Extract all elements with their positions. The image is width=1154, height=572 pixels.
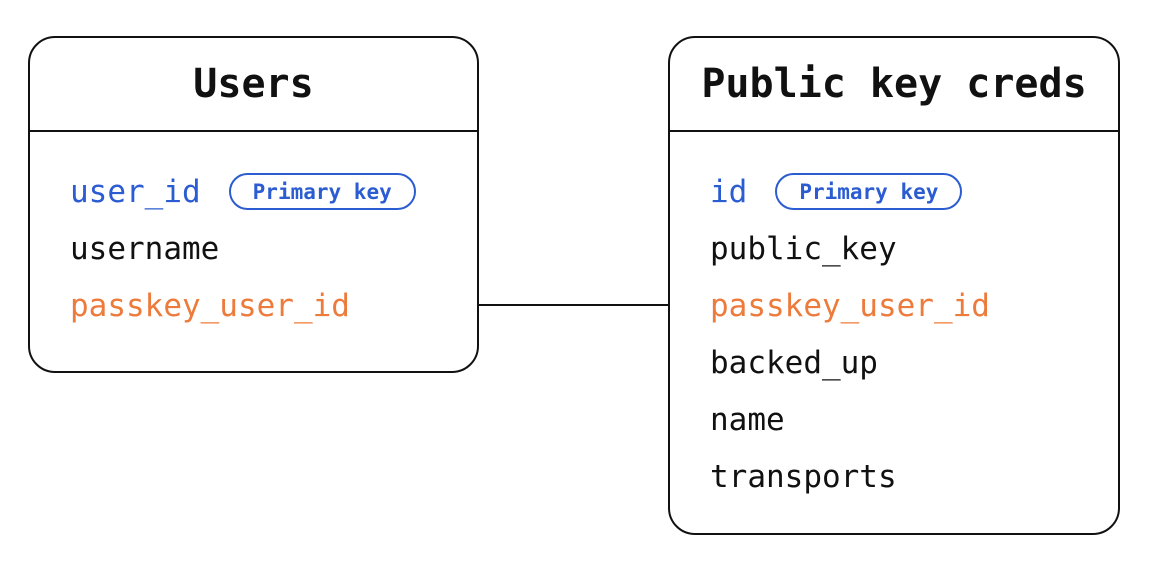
field-name: passkey_user_id (710, 287, 990, 324)
relationship-line-passkey-user-id (479, 304, 668, 306)
field-row: passkey_user_id (70, 277, 457, 334)
table-fields: user_id Primary key username passkey_use… (30, 132, 477, 334)
field-row: username (70, 220, 457, 277)
field-name: username (70, 230, 220, 267)
field-name: name (710, 401, 785, 438)
field-name: public_key (710, 230, 897, 267)
field-name: id (710, 173, 748, 210)
field-name: backed_up (710, 344, 878, 381)
primary-key-badge: Primary key (775, 173, 963, 210)
table-node-public-key-creds: Public key creds id Primary key public_k… (668, 36, 1120, 535)
table-title: Public key creds (670, 38, 1118, 132)
field-row: name (710, 391, 1098, 448)
table-title: Users (30, 38, 477, 132)
field-row: transports (710, 448, 1098, 505)
field-row: backed_up (710, 334, 1098, 391)
field-row: passkey_user_id (710, 277, 1098, 334)
field-row: id Primary key (710, 163, 1098, 220)
field-name: transports (710, 458, 897, 495)
table-fields: id Primary key public_key passkey_user_i… (670, 132, 1118, 505)
field-row: user_id Primary key (70, 163, 457, 220)
field-row: public_key (710, 220, 1098, 277)
field-name: passkey_user_id (70, 287, 350, 324)
table-node-users: Users user_id Primary key username passk… (28, 36, 479, 373)
primary-key-badge: Primary key (228, 173, 416, 210)
field-name: user_id (70, 173, 201, 210)
